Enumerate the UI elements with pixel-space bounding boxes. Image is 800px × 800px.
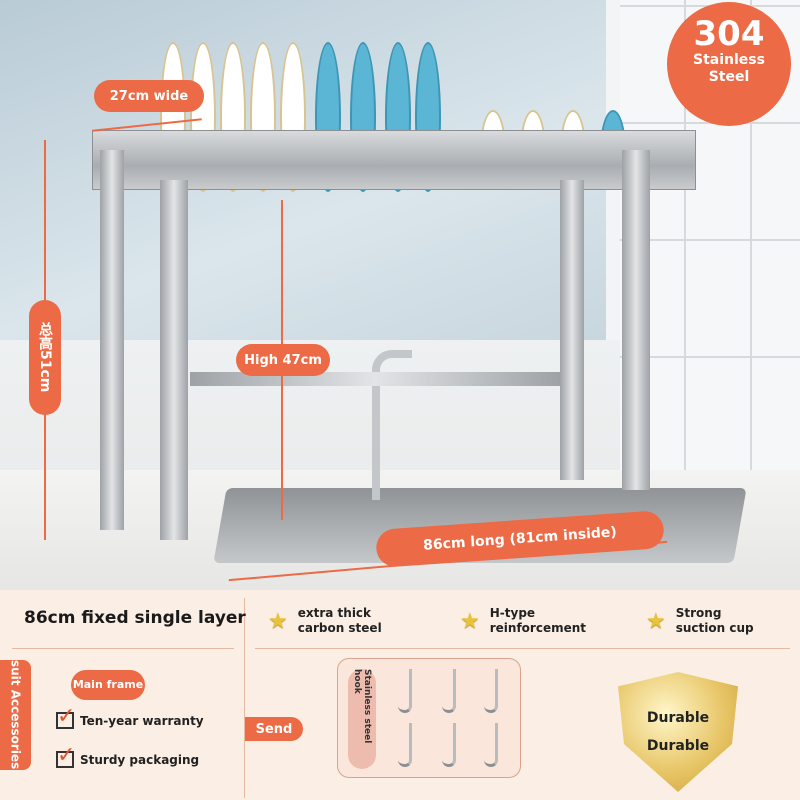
shield-text: Durable: [646, 710, 710, 726]
rack-top-basket: [92, 130, 696, 190]
feature-text: suction cup: [675, 621, 754, 635]
hook-icon: [442, 669, 456, 713]
star-icon: ★: [460, 608, 480, 634]
divider: [244, 598, 245, 798]
material-badge: 304 Stainless Steel: [667, 2, 791, 126]
main-frame-label: Main frame: [71, 670, 145, 700]
checkbox-icon: [56, 743, 75, 768]
accessories-tab: suit Accessories: [0, 660, 31, 770]
hook-icon: [398, 669, 412, 713]
feature-text: extra thick: [297, 606, 372, 620]
hook-icon: [398, 723, 412, 767]
send-label: Send: [245, 717, 303, 741]
badge-number: 304: [693, 14, 765, 54]
feature-text: carbon steel: [297, 621, 382, 635]
feature-text: reinforcement: [489, 621, 587, 635]
star-icon: ★: [268, 608, 288, 634]
product-title: 86cm fixed single layer: [24, 608, 246, 628]
rack-leg: [560, 180, 584, 480]
divider: [255, 648, 790, 649]
faucet: [372, 350, 412, 500]
shield-text: Durable: [646, 738, 710, 754]
checkbox-icon: [56, 704, 75, 729]
hook-accessory: Stainless steel hook: [337, 658, 521, 778]
total-height-label: 总高51cm: [29, 300, 61, 415]
divider: [12, 648, 234, 649]
badge-text: Steel: [708, 69, 750, 85]
checklist-text: Ten-year warranty: [80, 713, 204, 728]
product-photo: 27cm wide 总高51cm High 47cm 86cm long (81…: [0, 0, 800, 590]
checklist-item: Ten-year warranty: [56, 704, 204, 729]
hook-icon: [442, 723, 456, 767]
checklist-text: Sturdy packaging: [80, 752, 200, 767]
rack-leg: [160, 180, 188, 540]
feature-text: Strong: [675, 606, 722, 620]
star-icon: ★: [646, 608, 666, 634]
inner-height-label: High 47cm: [236, 344, 330, 376]
badge-text: Stainless: [693, 52, 765, 68]
width-label: 27cm wide: [94, 80, 204, 112]
hook-icon: [484, 723, 498, 767]
feature-text: H-type: [489, 606, 536, 620]
rack-leg: [622, 150, 650, 490]
hook-label: Stainless steel hook: [348, 669, 376, 769]
checklist-item: Sturdy packaging: [56, 743, 200, 768]
hook-icon: [484, 669, 498, 713]
rack-leg: [100, 150, 124, 530]
